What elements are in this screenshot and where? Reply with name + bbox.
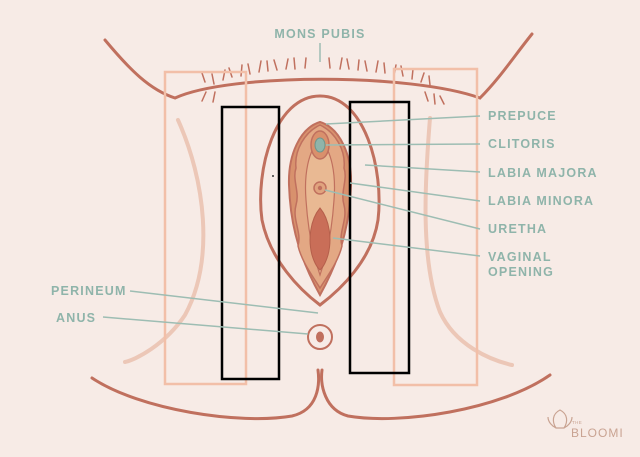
label-vaginal-opening-line2: OPENING (488, 265, 554, 279)
anus (316, 331, 324, 343)
right-buttock-outline (320, 368, 552, 421)
stray-dot (272, 175, 274, 177)
label-vaginal-opening-line1: VAGINAL (488, 250, 552, 264)
left-highlight-box (163, 70, 248, 386)
label-anus: ANUS (56, 311, 96, 325)
label-labia-minora: LABIA MINORA (488, 194, 594, 208)
right-redaction-box (348, 100, 411, 375)
right-highlight-box (392, 67, 479, 387)
left-thigh-curve (123, 118, 206, 364)
label-perineum: PERINEUM (51, 284, 127, 298)
label-labia-majora: LABIA MAJORA (488, 166, 598, 180)
vaginal-opening (309, 207, 331, 271)
label-uretha: URETHA (488, 222, 547, 236)
left-buttock-outline (90, 368, 321, 421)
brand-name: BLOOMI (571, 426, 624, 440)
brand-logo: THE BLOOMI (547, 409, 624, 440)
leader-lines (102, 43, 481, 335)
label-clitoris: CLITORIS (488, 137, 556, 151)
hip-outline (103, 32, 534, 100)
urethra (317, 185, 323, 191)
label-mons-pubis: MONS PUBIS (274, 27, 365, 41)
label-prepuce: PREPUCE (488, 109, 557, 123)
clitoris (314, 137, 326, 153)
lotus-icon (547, 409, 573, 429)
brand-the: THE (572, 420, 582, 425)
left-redaction-box (220, 105, 281, 381)
right-thigh-curve (423, 116, 514, 367)
